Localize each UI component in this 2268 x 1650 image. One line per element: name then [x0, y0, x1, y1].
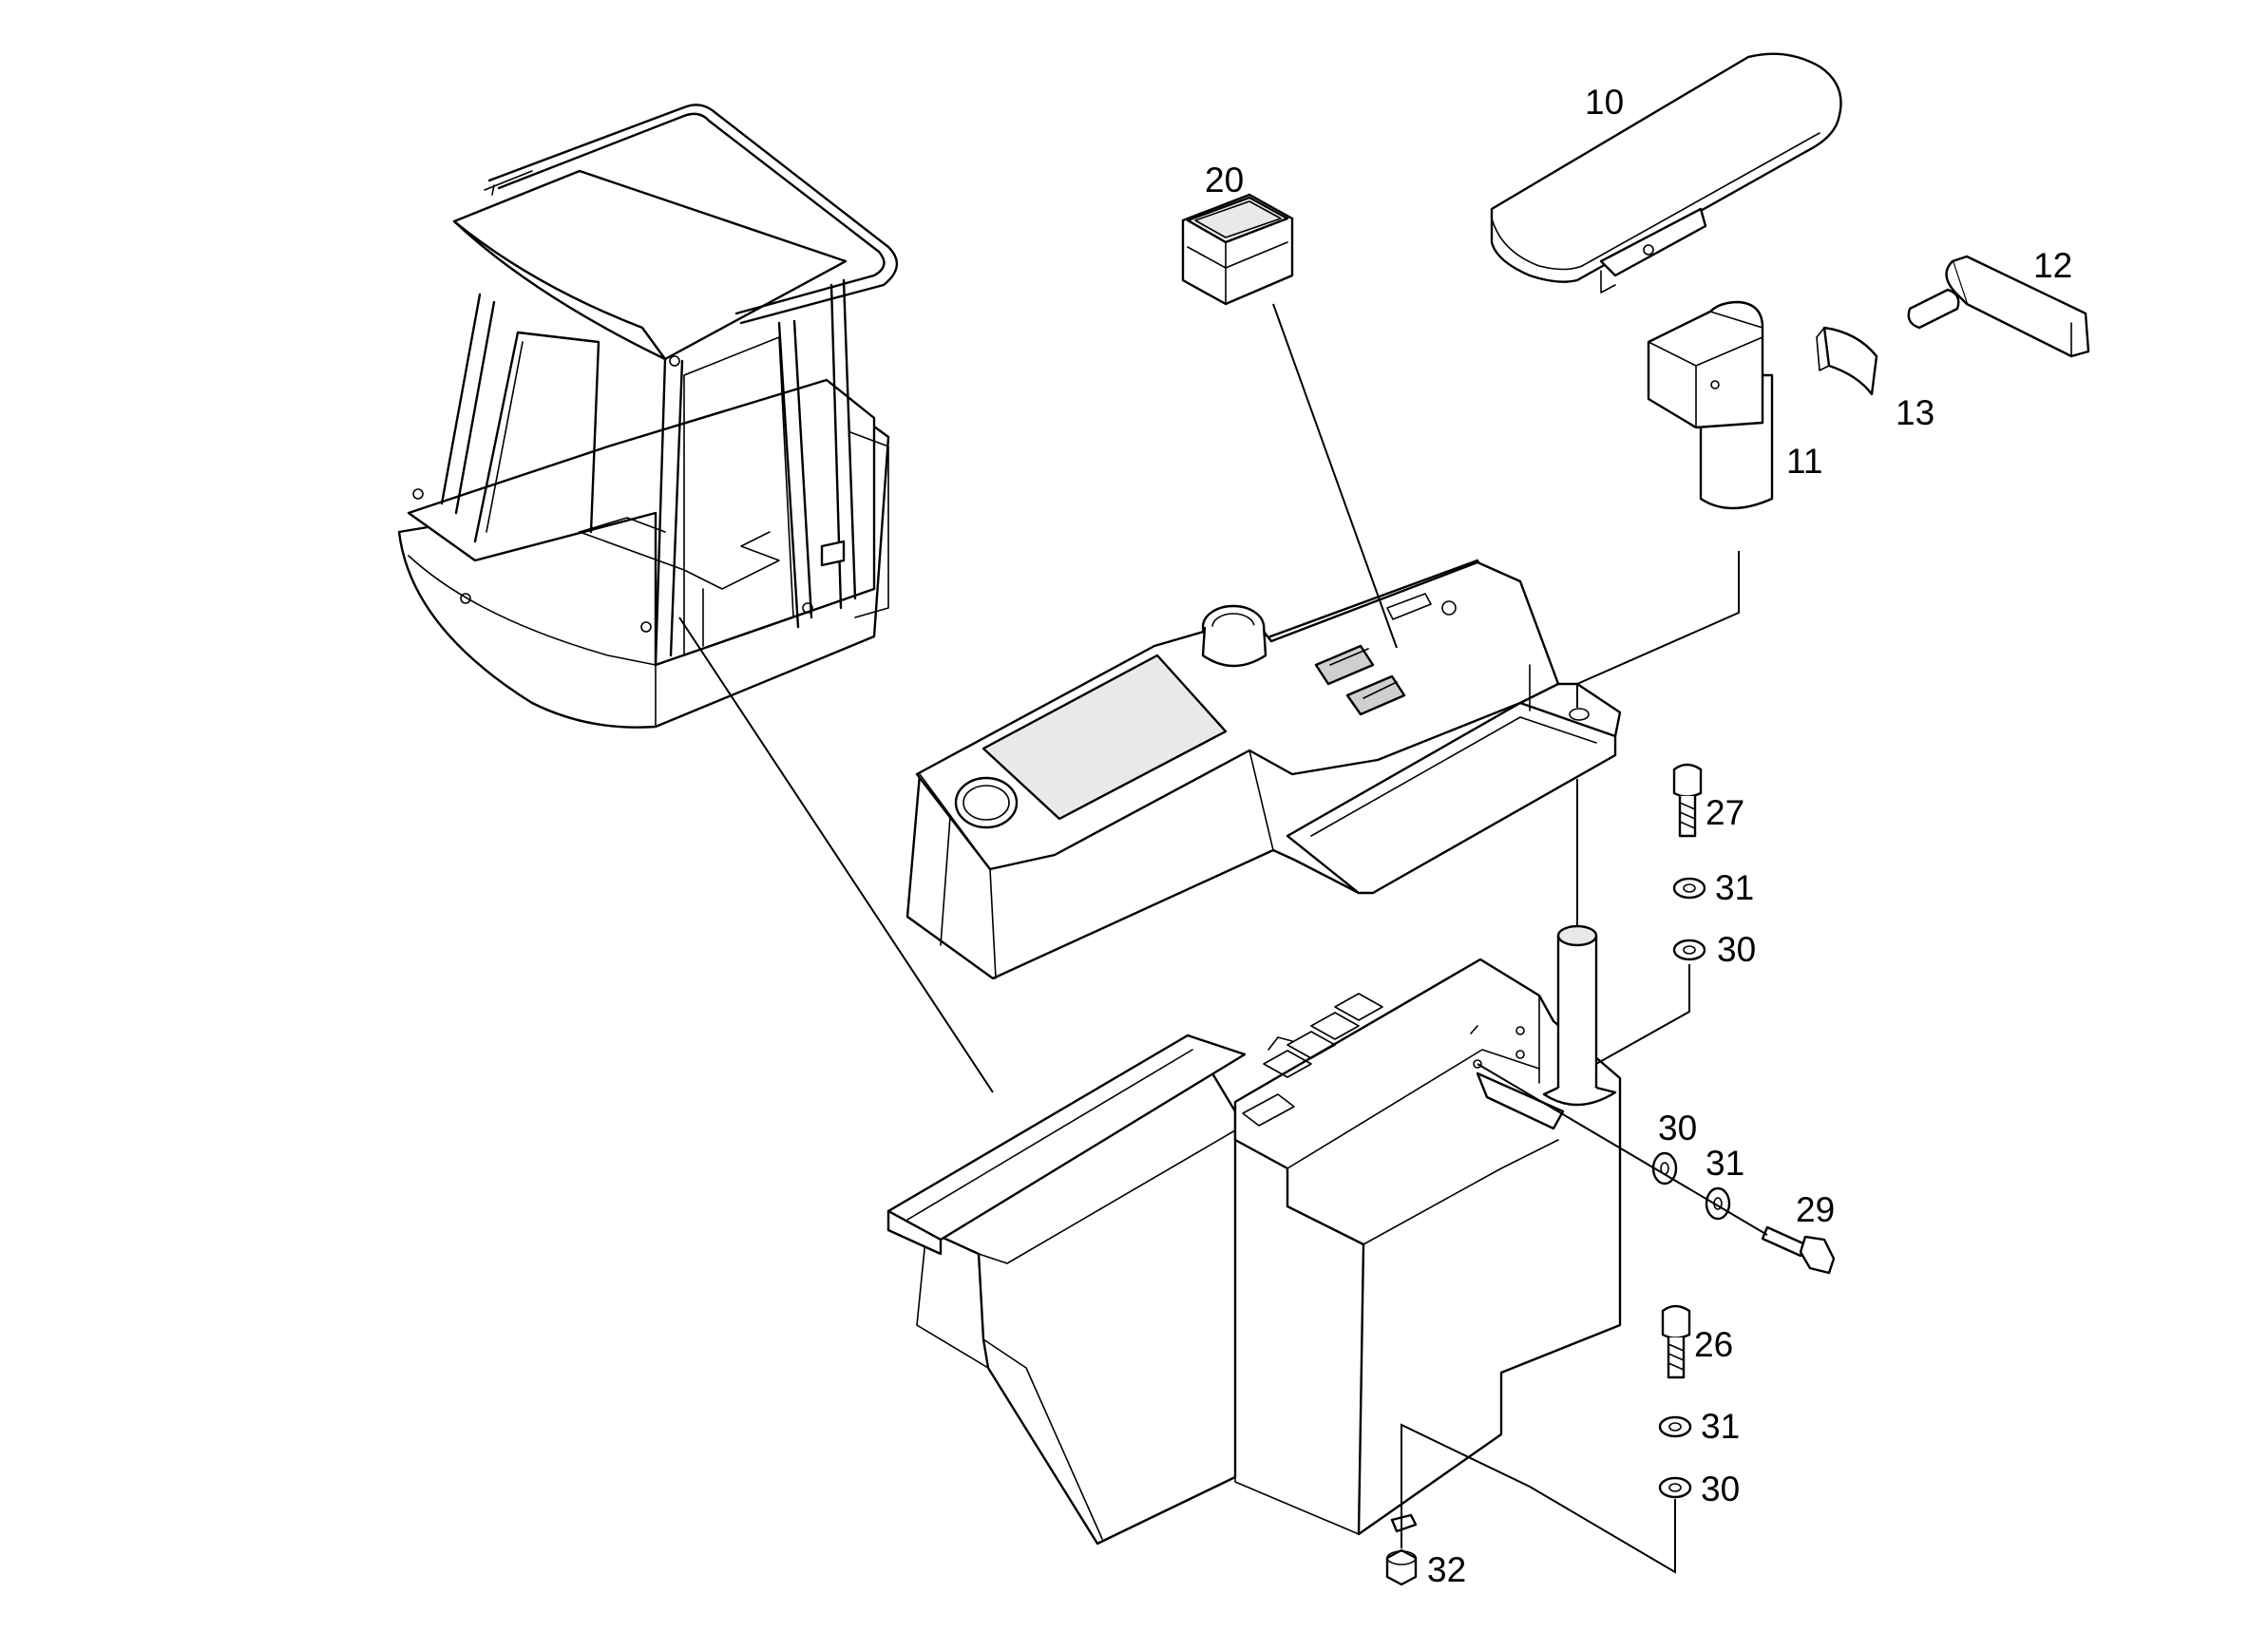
callout-20: 20 [1205, 161, 1244, 199]
callout-11: 11 [1786, 442, 1822, 481]
callout-30-upper: 30 [1717, 930, 1756, 969]
callout-31-lower: 31 [1701, 1407, 1740, 1446]
callout-30-middle: 30 [1658, 1109, 1697, 1147]
bolt-29 [1761, 1225, 1836, 1275]
switch-part-20 [1181, 193, 1294, 306]
armrest-support-part-11 [1647, 300, 1774, 510]
callout-labels: 10 11 12 13 20 26 27 29 30 30 30 31 31 3… [1205, 83, 2072, 1589]
console-base-drawing [886, 924, 1622, 1546]
callout-12: 12 [2033, 246, 2072, 285]
washers [1651, 877, 1731, 1499]
bolt-27 [1672, 763, 1703, 838]
callout-29: 29 [1796, 1190, 1835, 1229]
nut-32 [1385, 1548, 1418, 1586]
callout-32: 32 [1427, 1550, 1466, 1589]
operator-cab-drawing [397, 104, 898, 729]
lever-part-12 [1907, 255, 2090, 358]
callout-10: 10 [1585, 83, 1624, 122]
callout-26: 26 [1694, 1325, 1733, 1364]
clip-part-13 [1816, 326, 1878, 396]
callout-27: 27 [1706, 793, 1744, 832]
armrest-part-10 [1490, 52, 1842, 294]
bolt-26 [1661, 1304, 1691, 1379]
callout-13: 13 [1896, 393, 1934, 432]
callout-30-lower: 30 [1701, 1470, 1740, 1508]
callout-31-upper: 31 [1715, 868, 1754, 907]
callout-31-middle: 31 [1706, 1144, 1744, 1183]
console-cover-drawing [905, 559, 1622, 980]
leader-lines [678, 303, 1768, 1574]
